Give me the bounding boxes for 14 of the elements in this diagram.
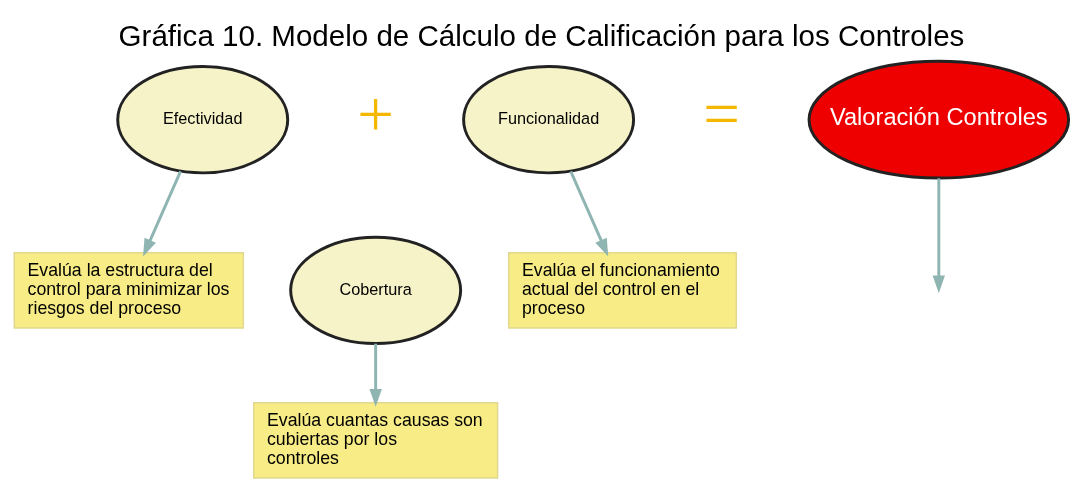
node-box: Evalúa cuantas causas son cubiertas por los controles	[252, 401, 499, 479]
arrow	[369, 343, 382, 407]
arrow	[932, 177, 946, 293]
label: +	[357, 77, 394, 150]
label: =	[703, 77, 740, 150]
arrow	[569, 170, 609, 257]
node-box: Evalúa la estructura del control para minimizar los riesgos del proceso	[13, 251, 245, 329]
node-ellipse: Cobertura	[289, 235, 463, 345]
node-box: Evalúa el funcionamiento actual del control en el proceso	[507, 251, 738, 329]
arrow	[143, 170, 182, 257]
node-ellipse: Valoración Controles	[807, 59, 1071, 179]
diagram-title: Gráfica 10. Modelo de Cálculo de Calificación para los Controles	[118, 18, 965, 52]
node-ellipse: Funcionalidad	[462, 64, 636, 174]
node-ellipse: Efectividad	[116, 64, 290, 174]
